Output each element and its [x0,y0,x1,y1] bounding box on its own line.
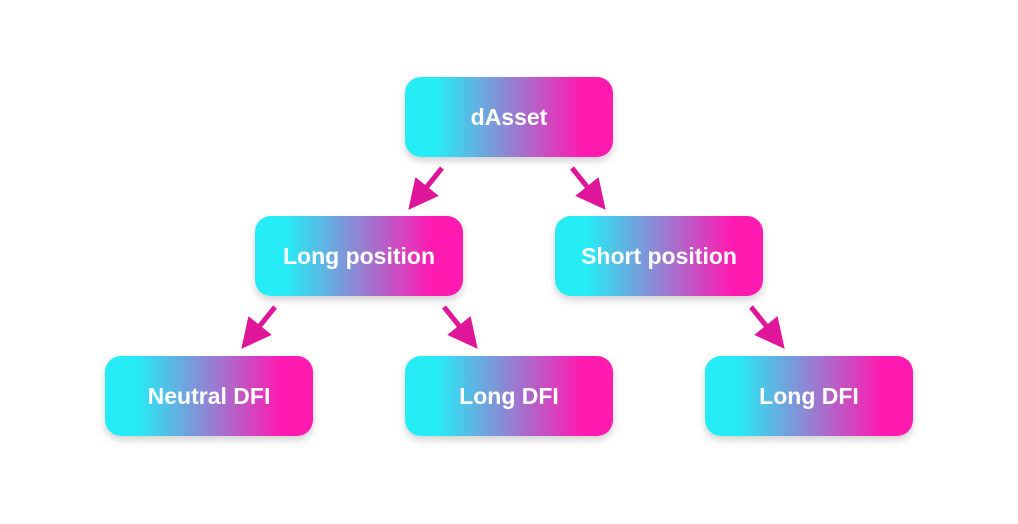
node-long-dfi-right: Long DFI [705,356,913,436]
arrow-long-to-neutral [241,305,277,349]
node-long-dfi-left: Long DFI [405,356,613,436]
node-label: Long position [282,242,435,269]
arrow-long-to-longdfi [442,305,478,349]
node-long-position: Long position [255,216,463,296]
arrow-short-to-longdfi [749,305,785,349]
node-label: Long DFI [759,382,859,409]
arrow-root-to-short [570,166,606,210]
node-short-position: Short position [555,216,763,296]
node-label: Neutral DFI [147,382,271,409]
node-label: Short position [581,242,737,269]
node-label: Long DFI [459,382,559,409]
node-neutral-dfi: Neutral DFI [105,356,313,436]
node-dasset: dAsset [405,77,613,157]
node-label: dAsset [470,103,548,130]
arrow-root-to-long [408,166,444,210]
